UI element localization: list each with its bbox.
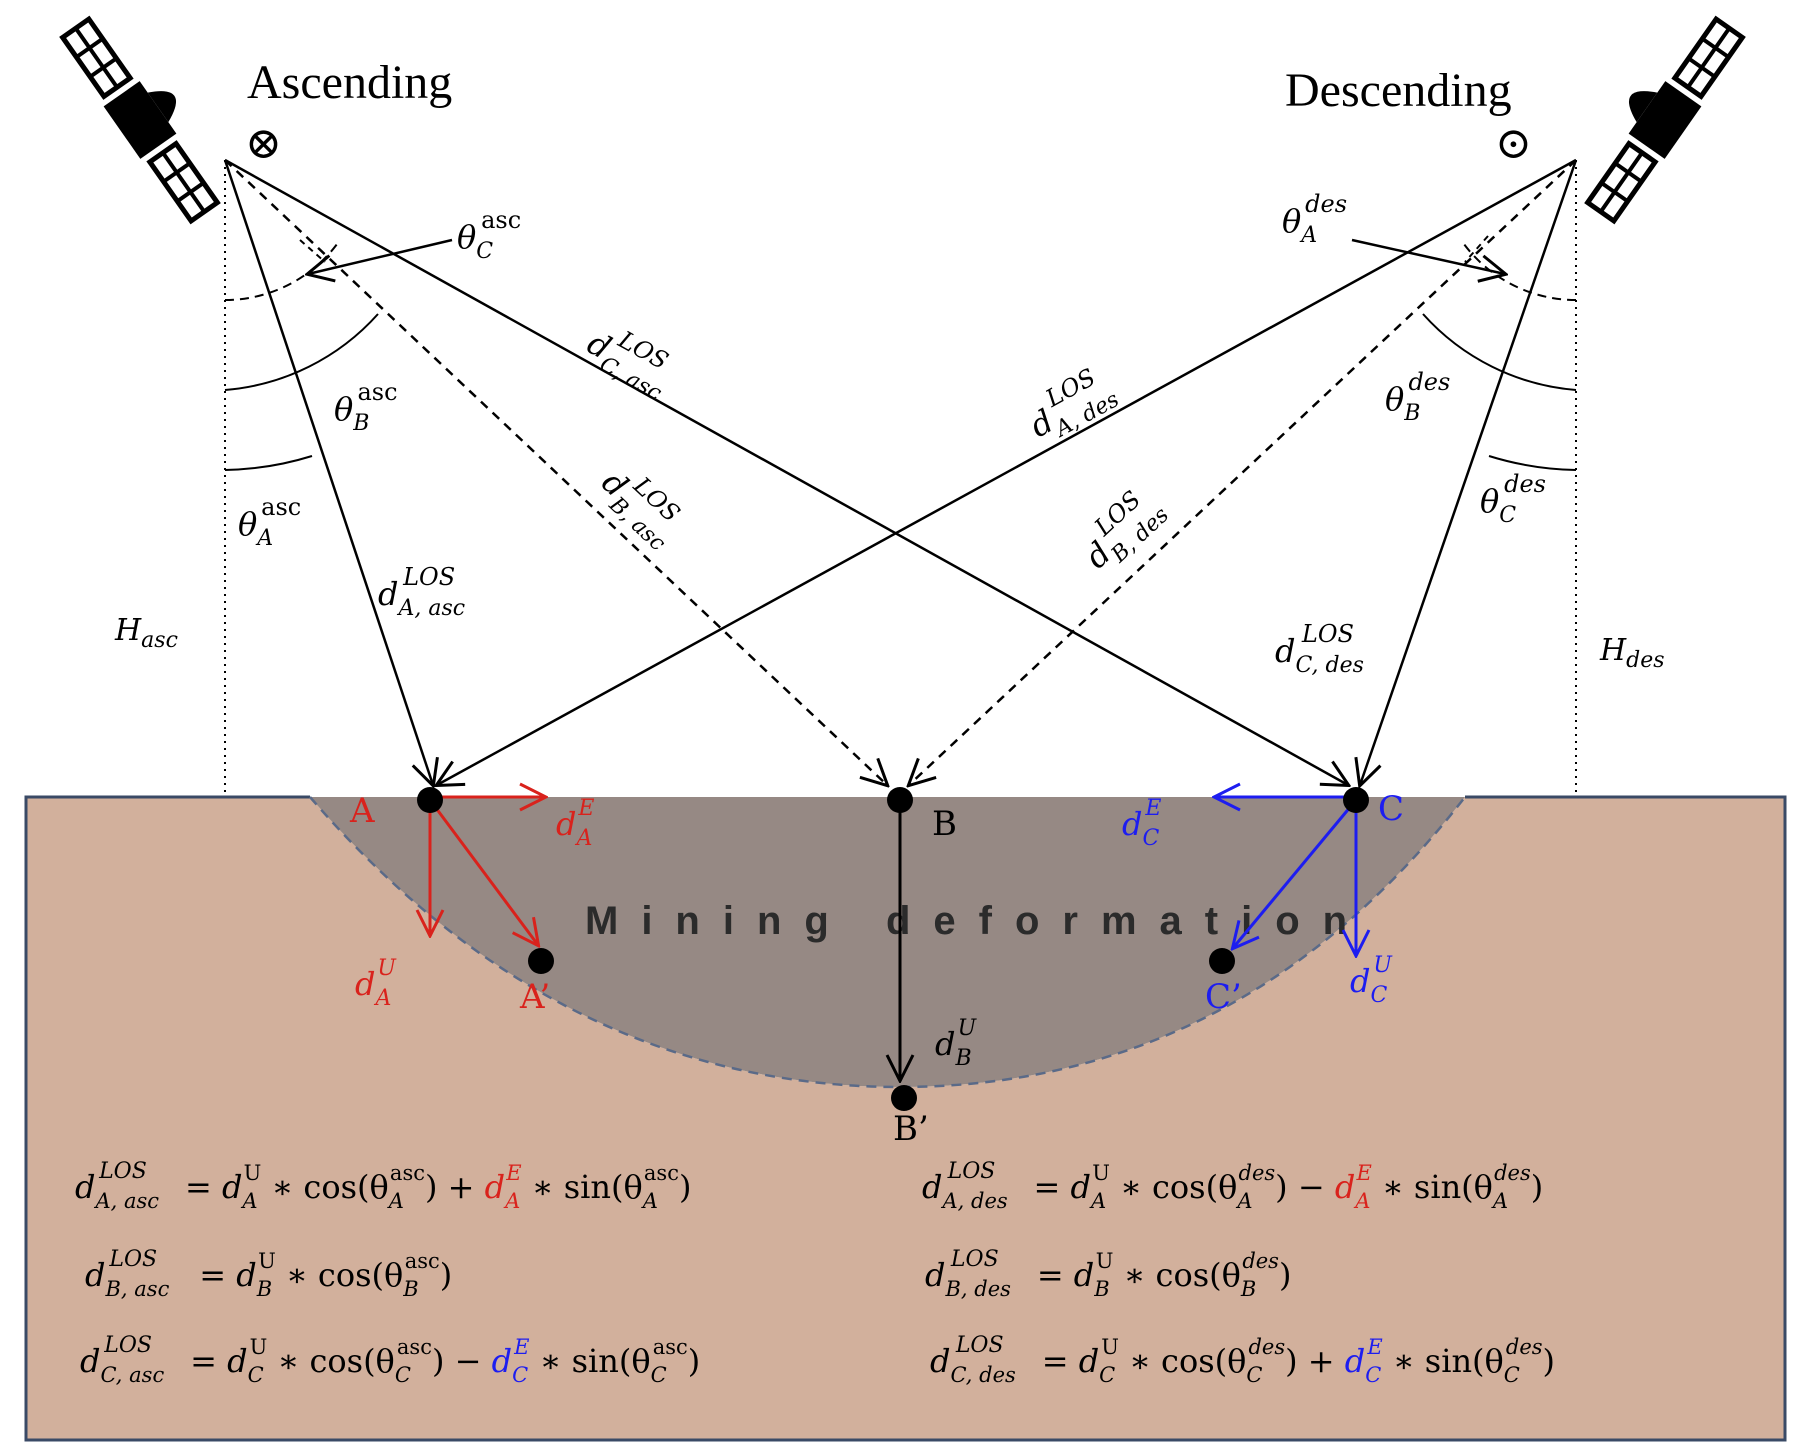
equations-left: dA, ascLOS = dAU ∗ cos(θAasc) + dAE ∗ si… xyxy=(75,1148,700,1387)
theta-a-asc-label: θAasc xyxy=(238,493,301,551)
h-asc-label: Hasc xyxy=(114,613,178,653)
theta-a-des-label: θAdes xyxy=(1282,190,1347,248)
los-c-des-label: dC, desLOS xyxy=(1275,620,1364,678)
theta-c-asc-pointer xyxy=(308,238,453,274)
satellite-icon-ascending xyxy=(59,15,221,225)
point-c-dot xyxy=(1343,787,1369,813)
theta-c-des-label: θCdes xyxy=(1480,470,1546,528)
theta-c-asc-label: θCasc xyxy=(457,206,521,264)
ascending-direction-symbol: ⊗ xyxy=(245,118,282,169)
equations-right: dA, desLOS = dAU ∗ cos(θAdes) − dAE ∗ si… xyxy=(922,1148,1555,1387)
los-c-des xyxy=(1360,159,1578,785)
los-b-des-label: dB, desLOS xyxy=(1069,479,1174,582)
mining-deformation-label: Mining deformation xyxy=(585,899,1370,943)
eq-b-des: dB, desLOS = dBU ∗ cos(θBdes) xyxy=(925,1236,1291,1301)
a-total-arrow xyxy=(428,799,538,945)
point-b-prime-dot xyxy=(891,1085,917,1111)
eq-b-asc: dB, ascLOS = dBU ∗ cos(θBasc) xyxy=(85,1236,452,1301)
point-b-prime-label: B’ xyxy=(893,1109,929,1149)
descending-title: Descending xyxy=(1285,64,1512,117)
eq-a-des: dA, desLOS = dAU ∗ cos(θAdes) − dAE ∗ si… xyxy=(922,1148,1543,1213)
d-e-a-label: dAE xyxy=(556,796,594,851)
arc-theta-a-asc xyxy=(224,455,313,471)
d-u-a-label: dAU xyxy=(355,956,397,1011)
arc-theta-a-des xyxy=(1460,239,1577,302)
los-b-asc-label: dB, ascLOS xyxy=(589,454,692,556)
ground-border xyxy=(24,795,1787,1442)
descending-direction-symbol: ⊙ xyxy=(1495,118,1532,169)
ascending-title: Ascending xyxy=(247,56,452,109)
point-c-prime-label: C’ xyxy=(1205,977,1242,1017)
deformation-basin xyxy=(310,797,1465,1087)
arc-theta-b-des xyxy=(1422,313,1577,391)
los-c-asc-label: dC, ascLOS xyxy=(577,313,681,406)
point-a-dot xyxy=(417,787,443,813)
point-b-label: B xyxy=(932,804,957,844)
point-a-label: A xyxy=(349,791,375,831)
point-a-prime-dot xyxy=(528,948,554,974)
point-c-label: C xyxy=(1378,789,1404,829)
los-a-asc xyxy=(223,159,433,785)
arc-theta-b-asc xyxy=(224,313,379,391)
los-a-asc-label: dA, ascLOS xyxy=(378,563,465,621)
d-e-c-label: dCE xyxy=(1122,796,1161,851)
theta-b-des-label: θBdes xyxy=(1385,368,1450,426)
point-b-dot xyxy=(887,787,913,813)
point-c-prime-dot xyxy=(1209,948,1235,974)
eq-c-des: dC, desLOS = dCU ∗ cos(θCdes) + dCE ∗ si… xyxy=(930,1322,1555,1387)
arc-theta-a-des-tick xyxy=(1464,235,1489,263)
d-u-b-label: dBU xyxy=(935,1016,978,1071)
eq-a-asc: dA, ascLOS = dAU ∗ cos(θAasc) + dAE ∗ si… xyxy=(75,1148,691,1213)
arc-theta-c-asc xyxy=(224,239,341,302)
theta-a-des-pointer xyxy=(1351,238,1505,274)
los-c-asc xyxy=(224,158,1348,785)
los-a-des xyxy=(437,158,1577,785)
point-a-prime-label: A’ xyxy=(519,977,550,1017)
eq-c-asc: dC, ascLOS = dCU ∗ cos(θCasc) − dCE ∗ si… xyxy=(80,1322,700,1387)
satellite-icon-descending xyxy=(1584,15,1746,225)
d-u-c-label: dCU xyxy=(1350,953,1393,1008)
theta-b-asc-label: θBasc xyxy=(334,378,398,436)
arc-theta-c-des xyxy=(1488,455,1577,471)
los-a-des-label: dA, desLOS xyxy=(1018,358,1124,452)
h-des-label: Hdes xyxy=(1599,633,1665,673)
c-total-arrow xyxy=(1233,799,1358,948)
